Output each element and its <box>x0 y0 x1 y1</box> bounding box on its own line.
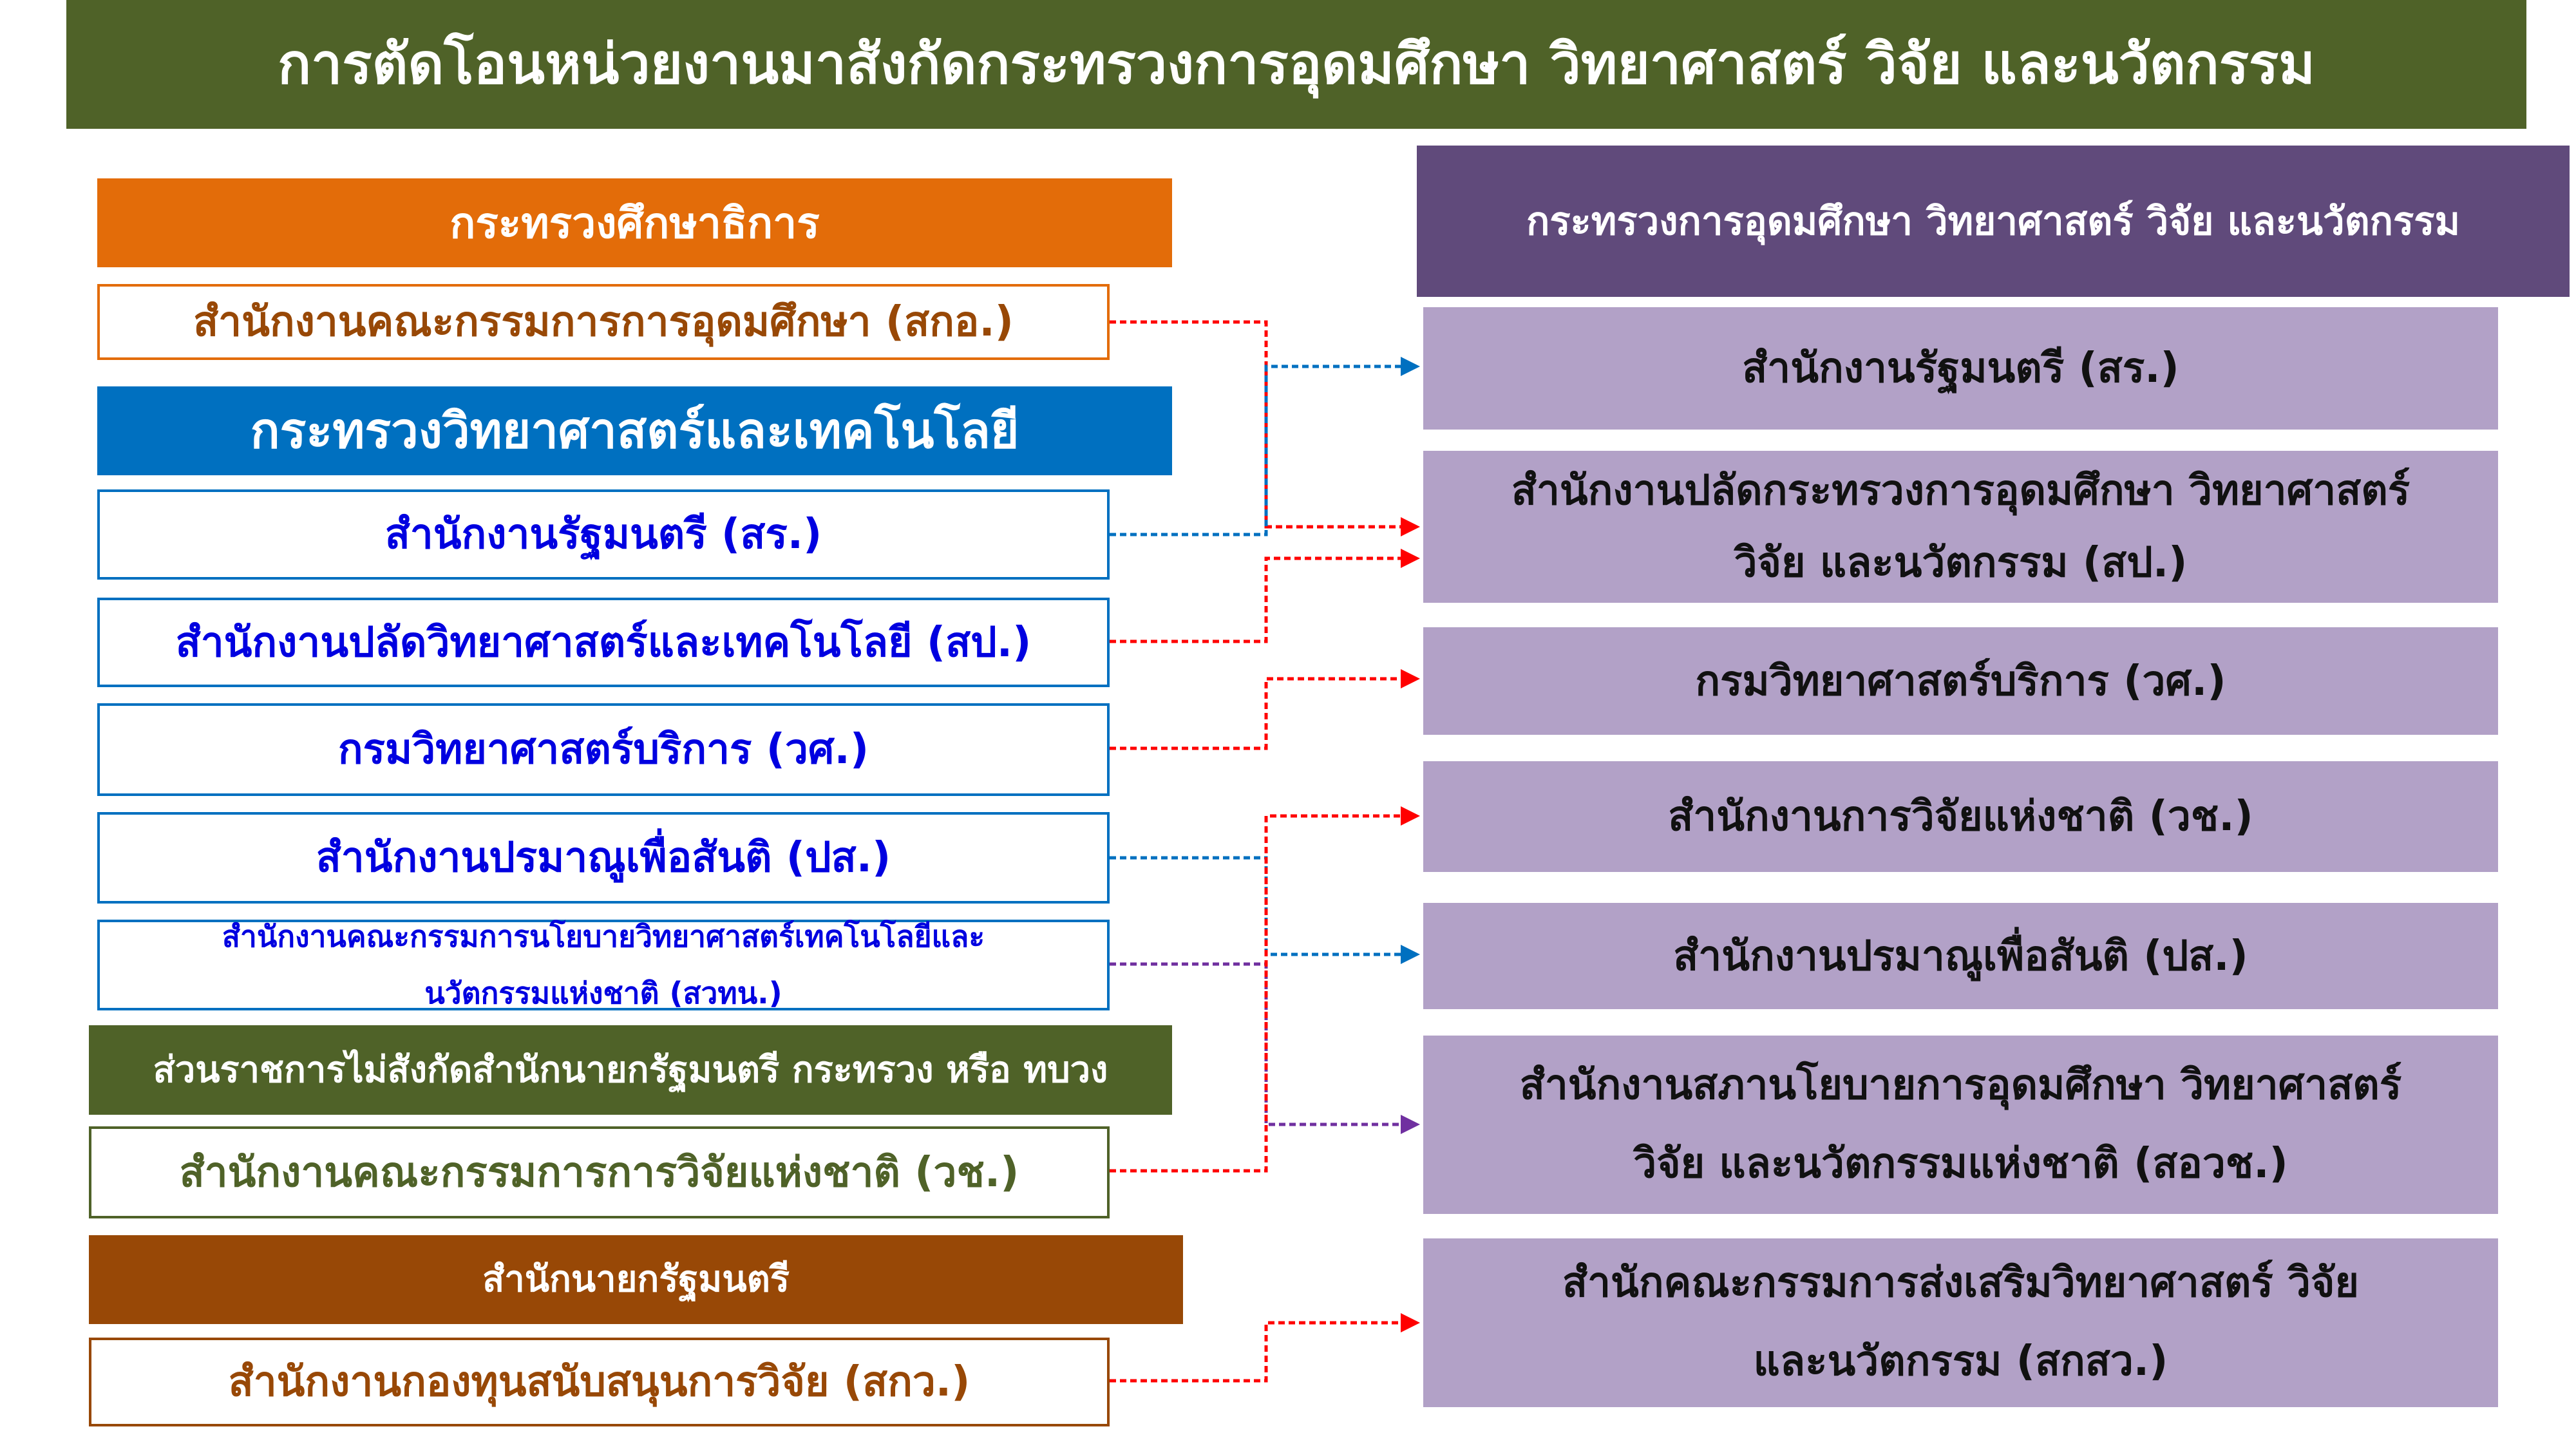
mhesi-header: กระทรวงการอุดมศึกษา วิทยาศาสตร์ วิจัย แล… <box>1417 146 2570 297</box>
policy-council-box: สำนักงานสภานโยบายการอุดมศึกษา วิทยาศาสตร… <box>1423 1036 2498 1214</box>
link-nrct <box>1110 806 1420 1173</box>
moe-header: กระทรวงศึกษาธิการ <box>97 178 1172 267</box>
mhesi-permanent-secretary-box: สำนักงานปลัดกระทรวงการอุดมศึกษา วิทยาศาส… <box>1423 451 2498 603</box>
link-permanent-secretary <box>1110 549 1420 643</box>
dss-box-right: กรมวิทยาศาสตร์บริการ (วศ.) <box>1423 627 2498 735</box>
link-oap <box>1110 856 1420 964</box>
most-permanent-secretary-box: สำนักงานปลัดวิทยาศาสตร์และเทคโนโลยี (สป.… <box>97 598 1110 687</box>
link-dss <box>1110 669 1420 750</box>
oap-box-right: สำนักงานปรมาณูเพื่อสันติ (ปส.) <box>1423 903 2498 1009</box>
tsri-line1: สำนักคณะกรรมการส่งเสริมวิทยาศาสตร์ วิจัย <box>1562 1259 2359 1307</box>
oap-box-left: สำนักงานปรมาณูเพื่อสันติ (ปส.) <box>97 812 1110 904</box>
page-title: การตัดโอนหน่วยงานมาสังกัดกระทรวงการอุดมศ… <box>66 0 2526 129</box>
mhesi-ps-line1: สำนักงานปลัดกระทรวงการอุดมศึกษา วิทยาศาส… <box>1511 467 2410 515</box>
most-header: กระทรวงวิทยาศาสตร์และเทคโนโลยี <box>97 386 1172 475</box>
link-sti-policy-to-policy-council <box>1110 962 1420 1134</box>
nrct-box-right: สำนักงานการวิจัยแห่งชาติ (วช.) <box>1423 761 2498 872</box>
link-ohec-to-permanent-secretary <box>1110 320 1420 536</box>
independent-agencies-header: ส่วนราชการไม่สังกัดสำนักนายกรัฐมนตรี กระ… <box>89 1025 1172 1115</box>
opm-header: สำนักนายกรัฐมนตรี <box>89 1235 1183 1324</box>
nrct-box-left: สำนักงานคณะกรรมการการวิจัยแห่งชาติ (วช.) <box>89 1126 1110 1218</box>
most-minister-office-box: สำนักงานรัฐมนตรี (สร.) <box>97 489 1110 580</box>
tsri-box: สำนักคณะกรรมการส่งเสริมวิทยาศาสตร์ วิจัย… <box>1423 1238 2498 1407</box>
tsri-line2: และนวัตกรรม (สกสว.) <box>1753 1338 2168 1385</box>
link-minister-office <box>1110 357 1420 536</box>
link-trf-to-tsri <box>1110 1313 1420 1383</box>
ohec-box: สำนักงานคณะกรรมการการอุดมศึกษา (สกอ.) <box>97 284 1110 360</box>
dss-box-left: กรมวิทยาศาสตร์บริการ (วศ.) <box>97 703 1110 796</box>
mhesi-ps-line2: วิจัย และนวัตกรรม (สป.) <box>1734 539 2188 587</box>
trf-box: สำนักงานกองทุนสนับสนุนการวิจัย (สกว.) <box>89 1338 1110 1426</box>
policy-council-line2: วิจัย และนวัตกรรมแห่งชาติ (สอวช.) <box>1633 1139 2288 1188</box>
sti-policy-box: สำนักงานคณะกรรมการนโยบายวิทยาศาสตร์เทคโน… <box>97 919 1110 1010</box>
mhesi-minister-office-box: สำนักงานรัฐมนตรี (สร.) <box>1423 307 2498 430</box>
sti-policy-line1: สำนักงานคณะกรรมการนโยบายวิทยาศาสตร์เทคโน… <box>222 919 985 954</box>
policy-council-line1: สำนักงานสภานโยบายการอุดมศึกษา วิทยาศาสตร… <box>1519 1061 2402 1109</box>
sti-policy-line2: นวัตกรรมแห่งชาติ (สวทน.) <box>424 975 782 1010</box>
